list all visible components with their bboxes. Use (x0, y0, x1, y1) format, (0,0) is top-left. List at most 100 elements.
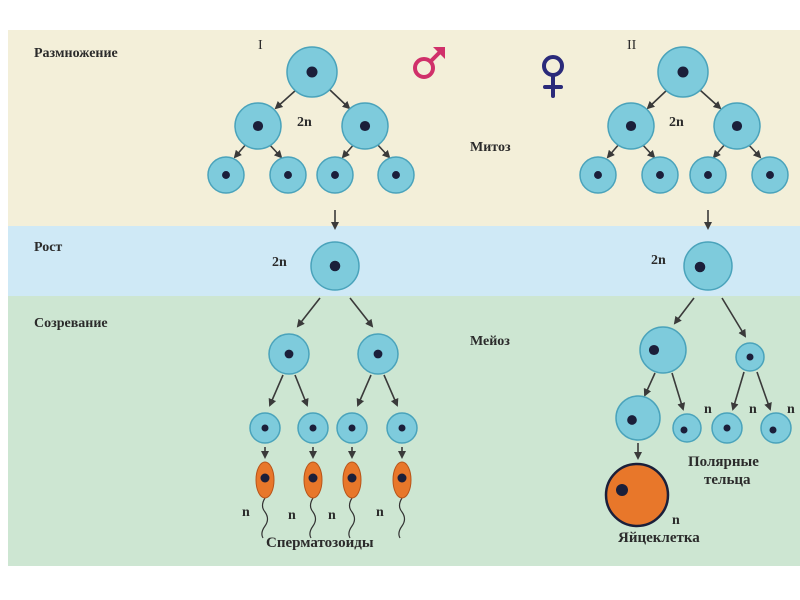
ploidy-label-polar-2: n (749, 402, 757, 417)
nucleus (261, 424, 269, 432)
female-ootid (615, 395, 661, 441)
male-spermatogonium-1 (207, 156, 245, 194)
nucleus (284, 349, 294, 359)
male-spermatid-3 (336, 412, 368, 444)
male-primary-spermatocyte (310, 241, 360, 291)
male-spermatogonium-3 (316, 156, 354, 194)
female-oogonium-2 (641, 156, 679, 194)
stage-label-maturation: Созревание (34, 316, 108, 331)
female-first-polar-body (735, 342, 765, 372)
ploidy-label-sperm-2: n (288, 508, 296, 523)
nucleus (766, 171, 774, 179)
male-secondary-spermatocyte-left (268, 333, 310, 375)
nucleus (348, 424, 356, 432)
ploidy-label-polar-1: n (704, 402, 712, 417)
male-mitosis-cell-right (341, 102, 389, 150)
result-label-egg: Яйцеклетка (618, 530, 700, 546)
female-oogonium-3 (689, 156, 727, 194)
male-mitosis-cell-left (234, 102, 282, 150)
arrow-male-12 (383, 374, 399, 407)
nucleus (252, 120, 264, 132)
nucleus (329, 260, 341, 272)
male-spermatogonium-4 (377, 156, 415, 194)
ploidy-label-female-mitosis: 2n (669, 115, 684, 130)
arrow-male-2 (329, 89, 351, 110)
nucleus (648, 344, 660, 356)
male-symbol-icon (413, 47, 445, 79)
nucleus (656, 171, 664, 179)
sperm-cell-4 (392, 461, 412, 539)
ploidy-label-sperm-1: n (242, 505, 250, 520)
result-label-polar-1: Полярные (688, 454, 759, 470)
nucleus (746, 353, 754, 361)
nucleus (284, 171, 292, 179)
female-mitosis-cell-left (607, 102, 655, 150)
arrow-male-10 (294, 374, 309, 407)
male-secondary-spermatocyte-right (357, 333, 399, 375)
nucleus (309, 424, 317, 432)
nucleus (359, 120, 371, 132)
female-oogonium-4 (751, 156, 789, 194)
arrow-female-12 (756, 371, 772, 411)
arrow-male-1 (274, 89, 297, 110)
result-label-sperm: Сперматозоиды (266, 535, 374, 551)
sperm-tail (398, 497, 406, 539)
female-symbol-icon (542, 55, 564, 98)
growth-stage-band (8, 226, 800, 296)
polar-body-3 (760, 412, 792, 444)
male-spermatid-4 (386, 412, 418, 444)
process-label-mitosis: Митоз (470, 140, 511, 155)
arrow-female-1 (646, 89, 668, 110)
ploidy-label-egg: n (672, 513, 680, 528)
nucleus (677, 66, 689, 78)
male-germ-cell (286, 46, 338, 98)
nucleus (594, 171, 602, 179)
polar-body-1 (672, 413, 702, 443)
nucleus (694, 261, 706, 273)
ploidy-label-sperm-3: n (328, 508, 336, 523)
nucleus (398, 424, 406, 432)
male-spermatogonium-2 (269, 156, 307, 194)
nucleus (222, 171, 230, 179)
nucleus (306, 66, 318, 78)
arrow-female-2 (699, 89, 722, 110)
nucleus (704, 171, 712, 179)
sperm-tail (309, 497, 317, 539)
stage-label-growth: Рост (34, 240, 63, 255)
ploidy-label-sperm-4: n (376, 505, 384, 520)
female-primary-oocyte (683, 241, 733, 291)
nucleus (680, 426, 688, 434)
nucleus (769, 426, 777, 434)
arrow-female-11 (730, 371, 745, 411)
result-label-polar-2: тельца (704, 472, 751, 488)
female-germ-cell (657, 46, 709, 98)
female-secondary-oocyte (639, 326, 687, 374)
arrow-male-7 (296, 297, 321, 328)
process-label-meiosis: Мейоз (470, 334, 510, 349)
nucleus (331, 171, 339, 179)
ploidy-label-female-growth: 2n (651, 253, 666, 268)
nucleus (731, 120, 743, 132)
sperm-cell-3 (342, 461, 362, 539)
polar-body-2 (711, 412, 743, 444)
male-spermatid-2 (297, 412, 329, 444)
stage-label-reproduction: Размножение (34, 46, 118, 61)
sperm-tail (261, 497, 269, 539)
female-oogonium-1 (579, 156, 617, 194)
sperm-cell-1 (255, 461, 275, 539)
ploidy-label-polar-3: n (787, 402, 795, 417)
arrow-female-8 (721, 297, 747, 338)
arrow-female-7 (673, 297, 695, 325)
column-numeral-female: II (627, 38, 637, 53)
female-mitosis-cell-right (713, 102, 761, 150)
arrow-male-9 (268, 374, 284, 407)
male-spermatid-1 (249, 412, 281, 444)
arrow-female-10 (671, 372, 686, 411)
arrow-male-8 (349, 297, 374, 328)
ploidy-label-male-mitosis: 2n (297, 115, 312, 130)
arrow-male-11 (356, 374, 372, 407)
egg-cell (604, 462, 670, 528)
nucleus (392, 171, 400, 179)
nucleus (625, 120, 637, 132)
